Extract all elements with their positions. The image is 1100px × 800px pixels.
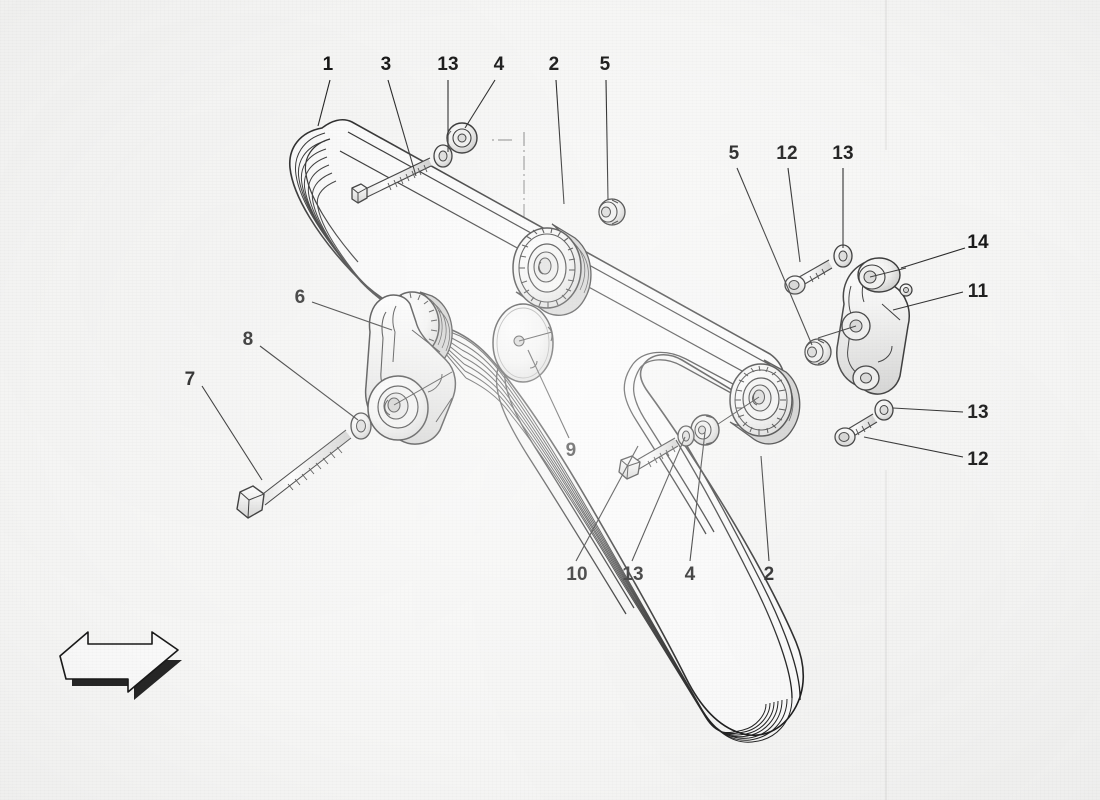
callout-number-5: 5	[728, 143, 740, 164]
callout-number-13: 13	[967, 402, 989, 423]
direction-arrow	[59, 631, 182, 700]
leader-line-4	[464, 79, 496, 129]
leader-line-8	[259, 345, 359, 421]
callout-number-14: 14	[967, 232, 989, 253]
leader-line-13	[892, 407, 964, 413]
callout-number-13: 13	[437, 54, 459, 75]
callout-number-4: 4	[493, 54, 505, 75]
washer-lower	[677, 425, 695, 447]
callout-number-2: 2	[763, 564, 775, 585]
callout-number-1: 1	[322, 54, 334, 75]
belt-tensioner-assembly	[364, 291, 457, 445]
leader-line-12	[787, 167, 801, 263]
callout-number-11: 11	[967, 281, 989, 302]
callout-number-13: 13	[622, 564, 644, 585]
leader-line-7	[201, 385, 263, 481]
leader-line-14	[900, 247, 966, 269]
washer-bracket-top	[833, 244, 853, 268]
leader-line-2	[760, 455, 770, 562]
idler-pulley-small-top	[446, 122, 478, 154]
leader-line-5	[605, 79, 609, 201]
callout-number-12: 12	[967, 449, 989, 470]
idler-support-bracket	[817, 257, 913, 395]
spacer-bush-top	[598, 198, 626, 226]
idler-pulley-small-lower	[690, 414, 720, 446]
leader-line-5	[736, 167, 813, 346]
bolt-socket-head-bottom	[834, 413, 878, 447]
callout-number-10: 10	[566, 564, 588, 585]
callout-number-2: 2	[548, 54, 560, 75]
callout-number-9: 9	[565, 440, 577, 461]
callout-number-8: 8	[242, 329, 254, 350]
washer-upper	[433, 144, 453, 168]
callout-number-7: 7	[184, 369, 196, 390]
leader-line-2	[555, 79, 565, 205]
leader-line-12	[863, 436, 964, 458]
washer-bracket-bottom	[874, 399, 894, 421]
flat-idler-disc	[492, 303, 554, 383]
callout-number-12: 12	[776, 143, 798, 164]
callout-number-13: 13	[832, 143, 854, 164]
spacer-bush-mid	[804, 338, 832, 366]
bolt-socket-head-top	[784, 259, 833, 295]
callout-number-6: 6	[294, 287, 306, 308]
callout-number-3: 3	[380, 54, 392, 75]
leader-line-1	[317, 79, 331, 127]
callout-number-4: 4	[684, 564, 696, 585]
dowel-pin	[899, 283, 913, 297]
bolt-long-tensioner	[236, 429, 352, 519]
callout-number-5: 5	[599, 54, 611, 75]
